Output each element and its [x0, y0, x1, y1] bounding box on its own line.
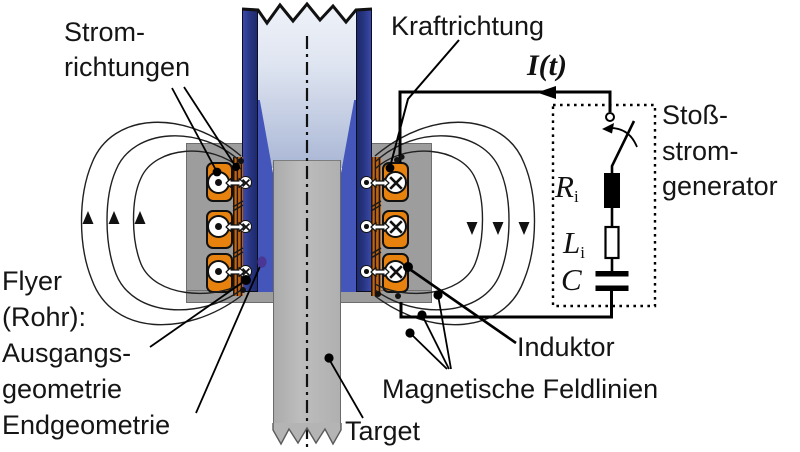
- inductance-symbol: [604, 225, 620, 260]
- induced-current-out-icon: [360, 265, 373, 278]
- current-direction-arrow-icon: [537, 86, 556, 99]
- label-inductance: Li: [563, 225, 585, 262]
- current-out-icon: [207, 171, 230, 194]
- resistor-symbol: [604, 173, 620, 208]
- capacitor-symbol: [595, 285, 629, 291]
- label-current-waveform: I(t): [527, 49, 567, 82]
- induced-current-in-icon: [239, 220, 252, 233]
- label-surge-generator: Stoß- strom- generator: [662, 100, 778, 202]
- label-current-directions: Strom- richtungen: [64, 17, 191, 83]
- pointer-field-lines: [409, 332, 448, 370]
- current-out-icon: [207, 260, 230, 283]
- pointer-field-lines: [437, 294, 452, 370]
- flyer-tube-wall-right: [356, 8, 372, 292]
- switch-closing-arc: [607, 127, 638, 148]
- current-in-icon: [384, 215, 407, 238]
- induced-current-in-icon: [239, 176, 252, 189]
- current-out-icon: [207, 215, 230, 238]
- induced-current-out-icon: [360, 176, 373, 189]
- switch-contact: [605, 112, 615, 122]
- switch-closing-arrow-icon: [602, 123, 614, 134]
- current-in-icon: [384, 260, 407, 283]
- label-field-lines: Magnetische Feldlinien: [382, 374, 659, 404]
- label-capacitor: C: [561, 262, 582, 297]
- label-flyer: Flyer (Rohr): Ausgangs- geometrie Endgeo…: [2, 266, 171, 440]
- current-in-icon: [384, 171, 407, 194]
- label-inductor: Induktor: [517, 332, 615, 362]
- flyer-tube-wall-left: [242, 8, 258, 292]
- target-rod: [273, 160, 341, 430]
- pointer-field-lines: [421, 314, 450, 370]
- label-resistor: Ri: [555, 169, 579, 206]
- tube-bore: [258, 8, 356, 168]
- label-force-direction: Kraftrichtung: [391, 11, 545, 41]
- label-target: Target: [345, 416, 421, 446]
- capacitor-symbol: [595, 271, 629, 277]
- surge-generator-circuit: [398, 86, 657, 319]
- switch-blade-icon: [610, 120, 636, 173]
- induced-current-in-icon: [239, 265, 252, 278]
- induced-current-out-icon: [360, 220, 373, 233]
